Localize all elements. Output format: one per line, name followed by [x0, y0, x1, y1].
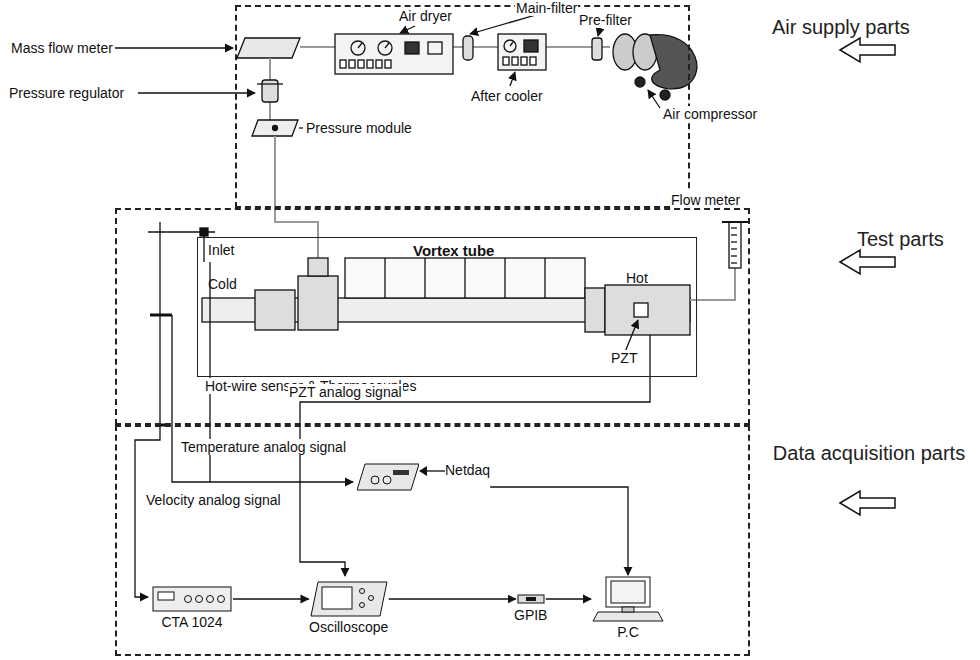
dashed-region: Data acquisition partsNetdaqCTA 1024Osci…: [115, 425, 750, 656]
region-title: Test parts: [857, 228, 944, 251]
leader-arrow: [419, 464, 445, 478]
instrument-icon: [357, 462, 419, 492]
instrument-icon: [310, 581, 388, 617]
instrument-label: Netdaq: [445, 462, 490, 478]
component-title: Vortex tube: [413, 242, 494, 259]
part-label: Flow meter: [670, 192, 741, 208]
signal-label: Velocity analog signal: [145, 492, 282, 508]
part-label: Air compressor: [662, 106, 758, 122]
instrument: Netdaq: [357, 462, 490, 492]
signal-connector: [389, 598, 516, 599]
signal-connector: [490, 487, 628, 575]
part-label: Pressure regulator: [8, 85, 125, 101]
dashed-region: Air supply parts: [235, 5, 690, 208]
region-title: Data acquisition parts: [764, 442, 974, 465]
instrument: Oscilloscope: [309, 581, 388, 635]
instrument-label: GPIB: [514, 607, 547, 623]
instrument-label: P.C: [617, 624, 639, 640]
signal-label: PZT analog signal: [288, 384, 403, 400]
part-label: Main-filter: [515, 0, 578, 16]
port-label: Hot: [626, 270, 648, 286]
signal-label: Temperature analog signal: [180, 439, 347, 455]
signal-connector: [233, 598, 309, 599]
instrument-icon: [517, 593, 545, 605]
port-label: Cold: [208, 276, 237, 292]
instrument-label: CTA 1024: [161, 614, 222, 630]
part-label: After cooler: [470, 88, 544, 104]
instrument-label: Oscilloscope: [309, 619, 388, 635]
part-label: Pressure module: [305, 120, 413, 136]
sensor-label: PZT: [610, 350, 638, 366]
port-label: Inlet: [208, 242, 234, 258]
instrument: GPIB: [514, 593, 547, 623]
instrument: CTA 1024: [152, 586, 232, 630]
instrument: P.C: [592, 576, 664, 640]
part-label: Air dryer: [398, 8, 453, 24]
signal-connector: [546, 598, 591, 599]
part-label: Pre-filter: [578, 12, 633, 28]
region-title: Air supply parts: [772, 16, 910, 39]
instrument-icon: [152, 586, 232, 612]
part-label: Mass flow meter: [10, 40, 114, 56]
instrument-icon: [592, 576, 664, 622]
